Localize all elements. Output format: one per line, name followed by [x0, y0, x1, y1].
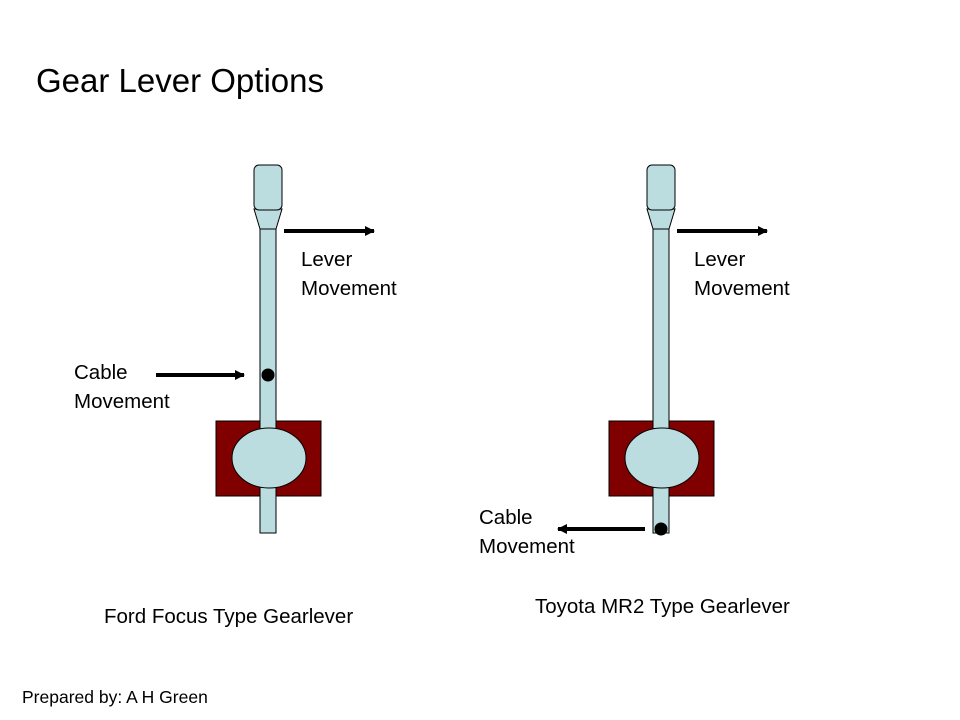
ford-cable-label-line-2: Movement: [74, 390, 170, 413]
toyota-lever-knob: [646, 164, 676, 211]
prepared-by-footer: Prepared by: A H Green: [22, 687, 208, 707]
slide-title: Gear Lever Options: [36, 62, 324, 99]
toyota-ball-joint: [624, 427, 700, 489]
ford-cable-label-line-1: Cable: [74, 361, 128, 384]
toyota-lever-label-line-1: Lever: [694, 248, 746, 271]
ford-cable-movement-label: Cable Movement: [74, 358, 170, 416]
toyota-cable-movement-label: Cable Movement: [479, 503, 575, 561]
ford-lever-movement-label: Lever Movement: [301, 245, 397, 303]
ford-caption: Ford Focus Type Gearlever: [104, 605, 354, 628]
toyota-lever-taper: [646, 208, 676, 230]
toyota-cable-label-line-2: Movement: [479, 535, 575, 558]
ford-lever-label-line-1: Lever: [301, 248, 353, 271]
toyota-cable-label-line-1: Cable: [479, 506, 533, 529]
toyota-caption: Toyota MR2 Type Gearlever: [535, 595, 790, 618]
ford-lever-label-line-2: Movement: [301, 277, 397, 300]
ford-ball-joint: [231, 427, 307, 489]
toyota-lever-movement-label: Lever Movement: [694, 245, 790, 303]
ford-cable-pivot: [261, 368, 275, 382]
ford-lever-assembly: [156, 164, 375, 534]
toyota-lever-assembly: [557, 164, 768, 536]
ford-lever-taper: [253, 208, 283, 230]
toyota-lever-label-line-2: Movement: [694, 277, 790, 300]
toyota-cable-pivot: [654, 522, 668, 536]
ford-lever-knob: [253, 164, 283, 211]
